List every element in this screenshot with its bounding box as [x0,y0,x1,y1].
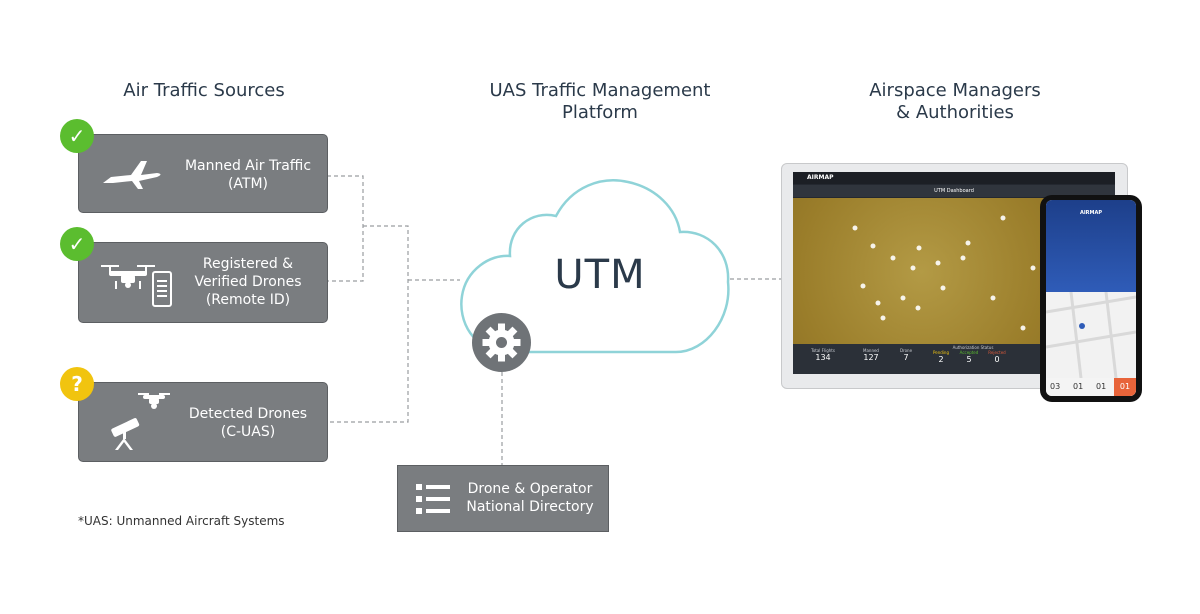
platform-heading: UAS Traffic Management Platform [489,80,711,123]
authorities-heading: Airspace Managers & Authorities [869,80,1041,123]
source-detected-drones: Detected Drones (C-UAS) [78,382,328,462]
source-label: Manned Air Traffic (ATM) [184,158,312,192]
sources-heading: Air Traffic Sources [123,80,285,101]
drone-icon [101,265,155,289]
drone-small-icon [138,393,170,409]
national-directory: Drone & Operator National Directory [397,465,609,532]
auth-status-label: Authorization Status [952,345,994,350]
list-icon [416,484,450,514]
source-registered-drones: Registered & Verified Drones (Remote ID) [78,242,328,323]
source-label: Detected Drones (C-UAS) [188,406,308,440]
phone-map-roads [1046,291,1136,379]
gear-icon [482,323,521,362]
dashboard-title: UTM Dashboard [793,185,1115,197]
phone-screen: AIRMAP 03 01 01 01 [1046,200,1136,396]
utm-label: UTM [554,252,646,298]
telescope-icon [111,418,140,450]
phone-sky-view: AIRMAP [1046,200,1136,292]
source-manned-air-traffic: Manned Air Traffic (ATM) [78,134,328,213]
directory-label: Drone & Operator National Directory [466,481,594,515]
phone-app-name: AIRMAP [1079,210,1103,216]
phone-bottom-bar: 03 01 01 01 [1046,378,1136,396]
footnote: *UAS: Unmanned Aircraft Systems [78,514,285,528]
tablet-list-icon [152,271,172,307]
check-icon: ✓ [60,227,94,261]
phone-map [1046,291,1136,379]
source-label: Registered & Verified Drones (Remote ID) [194,256,302,308]
dashboard-appbar: AIRMAP [793,172,1115,184]
dashboard-app-name: AIRMAP [807,174,834,181]
airplane-icon [103,161,161,189]
utm-cloud [460,179,730,354]
check-icon: ✓ [60,119,94,153]
gear-badge [472,313,531,372]
question-icon: ? [60,367,94,401]
